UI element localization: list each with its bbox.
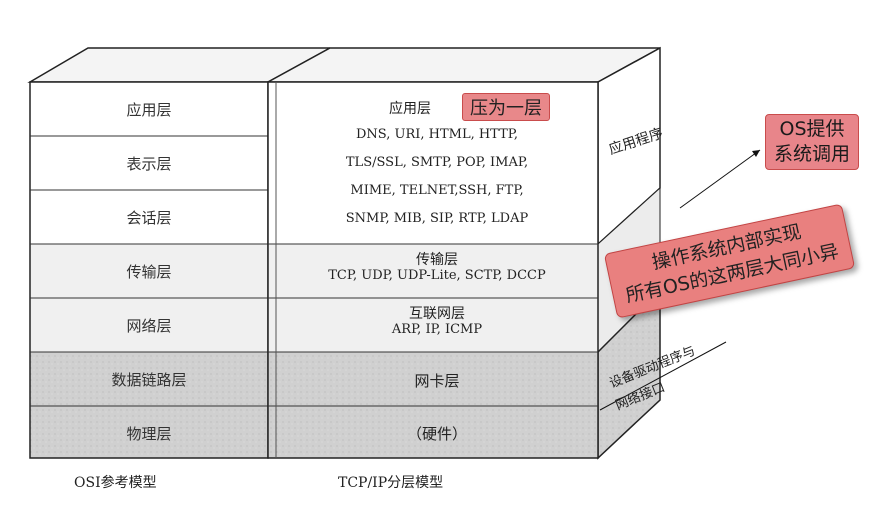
tcpip-physical-title: （硬件） <box>406 425 467 443</box>
merged-layer-tag: 压为一层 <box>462 93 550 121</box>
osi-layer-physical: 物理层 <box>126 425 172 443</box>
osi-layer-network: 网络层 <box>126 317 172 335</box>
osi-layer-transport: 传输层 <box>126 263 172 281</box>
tcpip-layer-dividers <box>268 243 598 407</box>
tcpip-internet-title: 互联网层 <box>409 306 465 322</box>
osi-upper-fill <box>30 82 268 244</box>
tcpip-lower-fill <box>268 352 598 458</box>
osi-layer-application: 应用层 <box>126 101 172 119</box>
tcpip-application-protocols-3: MIME, TELNET,SSH, FTP, <box>350 183 524 198</box>
tcpip-application-protocols-2: TLS/SSL, SMTP, POP, IMAP, <box>345 155 529 170</box>
tcpip-link-title: 网卡层 <box>414 372 460 390</box>
tcpip-top-face <box>267 47 661 83</box>
tcpip-application-protocols-4: SNMP, MIB, SIP, RTP, LDAP <box>345 211 529 226</box>
osi-layer-session: 会话层 <box>126 209 172 227</box>
tcpip-application-protocols-1: DNS, URI, HTML, HTTP, <box>355 127 519 142</box>
tcpip-internet-protocols: ARP, IP, ICMP <box>391 322 483 337</box>
tcpip-application-title: 应用层 <box>389 101 431 117</box>
os-syscall-line-2: 系统调用 <box>774 143 851 165</box>
osi-layer-dividers <box>30 135 268 407</box>
osi-block <box>27 47 331 459</box>
driver-divider-line <box>599 341 727 411</box>
os-callout-arrow <box>679 149 761 209</box>
tcpip-transport-protocols: TCP, UDP, UDP-Lite, SCTP, DCCP <box>328 268 546 283</box>
os-syscall-line-1: OS提供 <box>779 118 845 140</box>
os-syscall-callout: OS提供 系统调用 <box>765 114 860 170</box>
tcpip-transport-title: 传输层 <box>416 252 458 268</box>
osi-lower-fill <box>30 352 268 458</box>
os-callout-arrowhead <box>752 150 760 157</box>
osi-caption: OSI参考模型 <box>74 475 157 491</box>
tcpip-caption: TCP/IP分层模型 <box>338 475 444 491</box>
osi-layer-datalink: 数据链路层 <box>111 371 187 389</box>
tcpip-front-outline <box>267 81 599 459</box>
osi-layer-presentation: 表示层 <box>126 155 172 173</box>
